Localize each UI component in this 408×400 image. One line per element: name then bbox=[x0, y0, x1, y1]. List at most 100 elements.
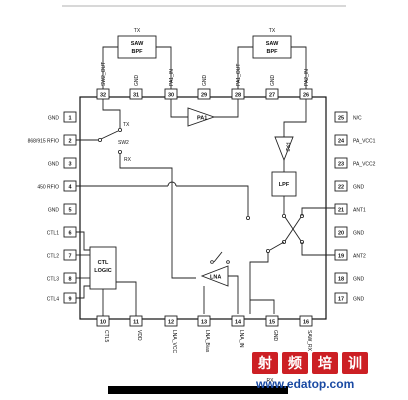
pin-27-number: 27 bbox=[269, 93, 275, 99]
pin-6-number: 6 bbox=[68, 231, 71, 237]
antsw-cross-2 bbox=[284, 216, 302, 242]
right-pins: 25 N/C 24 PA_VCC1 23 PA_VCC2 22 GND 21 A… bbox=[334, 111, 376, 304]
pin-27-box bbox=[265, 88, 279, 100]
pin-17-label: GND bbox=[353, 297, 365, 303]
lna-bypass-node-a bbox=[210, 260, 214, 264]
ctl1-wire bbox=[76, 231, 90, 251]
pin-8-label: CTL3 bbox=[47, 277, 59, 283]
saw-left-to-pin30-wire bbox=[156, 46, 172, 89]
pin-9-number: 9 bbox=[68, 297, 71, 303]
watermark-url: www.edatop.com bbox=[255, 377, 354, 391]
lna-bypass-node-b bbox=[226, 260, 230, 264]
pin-28-number: 28 bbox=[235, 93, 241, 99]
pin-10-label: CTL5 bbox=[103, 330, 109, 342]
pin-14-label: LNA_IN bbox=[238, 330, 244, 348]
pin-31-label: GND bbox=[134, 75, 140, 87]
pin-19-label: ANT2 bbox=[353, 254, 366, 260]
saw-right-tag: TX bbox=[269, 28, 276, 34]
pin-2-label: 868/915 RFIO bbox=[28, 139, 60, 145]
pin-29-box bbox=[197, 88, 211, 100]
pin-27-label: GND bbox=[270, 75, 276, 87]
pin4-wire-hop bbox=[167, 181, 177, 187]
pin-21-box bbox=[334, 203, 348, 215]
saw-right-line1: SAW bbox=[266, 41, 279, 47]
watermark-char-3-box bbox=[312, 352, 338, 374]
pin4-wire-b bbox=[176, 185, 249, 216]
pin-18-box bbox=[334, 272, 348, 284]
sw2-tx-label: TX bbox=[123, 122, 130, 128]
lna-bypass-arm bbox=[213, 251, 223, 263]
saw-right-to-pin28-wire bbox=[237, 46, 253, 89]
saw-filter-right: TX SAW BPF bbox=[237, 28, 307, 89]
pa1-label: PA1 bbox=[197, 116, 207, 122]
pin-6-label: CTL1 bbox=[47, 231, 59, 237]
antsw-node-tl bbox=[281, 213, 286, 218]
pin-29-number: 29 bbox=[201, 93, 207, 99]
lna-label: LNA bbox=[210, 275, 221, 281]
pin-32-number: 32 bbox=[100, 93, 106, 99]
pin-4-number: 4 bbox=[68, 185, 72, 191]
pin-21-label: ANT1 bbox=[353, 208, 366, 214]
pin-18-label: GND bbox=[353, 277, 365, 283]
pin-12-label: LNA_VCC bbox=[171, 330, 177, 353]
pin-1-box bbox=[63, 111, 77, 123]
watermark-char-3: 培 bbox=[318, 355, 332, 372]
antenna-switch bbox=[249, 207, 335, 314]
vdd-wire bbox=[116, 281, 137, 316]
pin-17-number: 17 bbox=[338, 297, 344, 303]
pin-24-box bbox=[334, 134, 348, 146]
rx-to-pin16-wire bbox=[250, 299, 275, 314]
pin-8-number: 8 bbox=[68, 277, 71, 283]
pin-29-label: GND bbox=[202, 75, 208, 87]
pin-7-number: 7 bbox=[68, 254, 71, 260]
pin-2-number: 2 bbox=[68, 139, 71, 145]
pin-13-box bbox=[197, 315, 211, 327]
watermark-char-2: 频 bbox=[288, 355, 302, 372]
pin-14-number: 14 bbox=[235, 320, 242, 326]
sw2-tx-node bbox=[118, 127, 123, 132]
pin-31-number: 31 bbox=[133, 93, 139, 99]
ctl-logic-line2: LOGIC bbox=[94, 268, 111, 274]
sw2-rx-path bbox=[119, 154, 196, 279]
pin26-to-pa2-wire bbox=[283, 99, 307, 137]
saw-left-line2: BPF bbox=[132, 49, 144, 55]
saw-left-to-pin32-wire bbox=[102, 46, 118, 89]
lpf-box bbox=[271, 171, 297, 197]
pin-24-label: PA_VCC1 bbox=[353, 139, 376, 145]
watermark: 射 频 培 训 www.edatop.com bbox=[252, 352, 368, 391]
pin-30-label: PA1_IN bbox=[169, 69, 175, 86]
lna-amplifier: LNA bbox=[200, 251, 275, 314]
rfio-450-path bbox=[76, 181, 250, 220]
pin-26-number: 26 bbox=[303, 93, 309, 99]
pin-10-number: 10 bbox=[100, 320, 106, 326]
antsw-to-ant1-wire bbox=[301, 207, 335, 216]
pin-23-label: PA_VCC2 bbox=[353, 162, 376, 168]
pin-16-label: SAW_RX bbox=[306, 330, 312, 352]
pin-12-box bbox=[164, 315, 178, 327]
sw2-rx-label: RX bbox=[124, 157, 132, 163]
saw-left-line1: SAW bbox=[131, 41, 144, 47]
pin-14-box bbox=[231, 315, 245, 327]
pin-25-box bbox=[334, 111, 348, 123]
lna-in-wire bbox=[228, 275, 239, 314]
pin-21-number: 21 bbox=[338, 208, 344, 214]
pin-22-label: GND bbox=[353, 185, 365, 191]
bottom-pins: 10 CTL5 11 VDD 12 LNA_VCC 13 LNA_Bias 14… bbox=[96, 315, 313, 353]
pa2-amplifier: PA2 bbox=[274, 99, 307, 172]
pin-20-number: 20 bbox=[338, 231, 344, 237]
left-pins: 1 GND 2 868/915 RFIO 3 GND 4 450 RFIO 5 … bbox=[28, 111, 77, 304]
watermark-char-1-box bbox=[252, 352, 278, 374]
pin-25-number: 25 bbox=[338, 116, 344, 122]
pin-26-label: PA2_IN bbox=[304, 69, 310, 86]
pin-18-number: 18 bbox=[338, 277, 344, 283]
pin4-end-node bbox=[245, 215, 250, 220]
lpf-filter: LPF bbox=[271, 171, 297, 214]
pin-22-number: 22 bbox=[338, 185, 344, 191]
saw-filter-left: TX SAW BPF bbox=[102, 28, 172, 89]
pa2-label: PA2 bbox=[284, 142, 290, 151]
pin-24-number: 24 bbox=[338, 139, 345, 145]
pin30-to-pa1-wire bbox=[170, 99, 188, 118]
saw-right-to-pin26-wire bbox=[291, 46, 307, 89]
antsw-rx-arm bbox=[269, 241, 285, 251]
